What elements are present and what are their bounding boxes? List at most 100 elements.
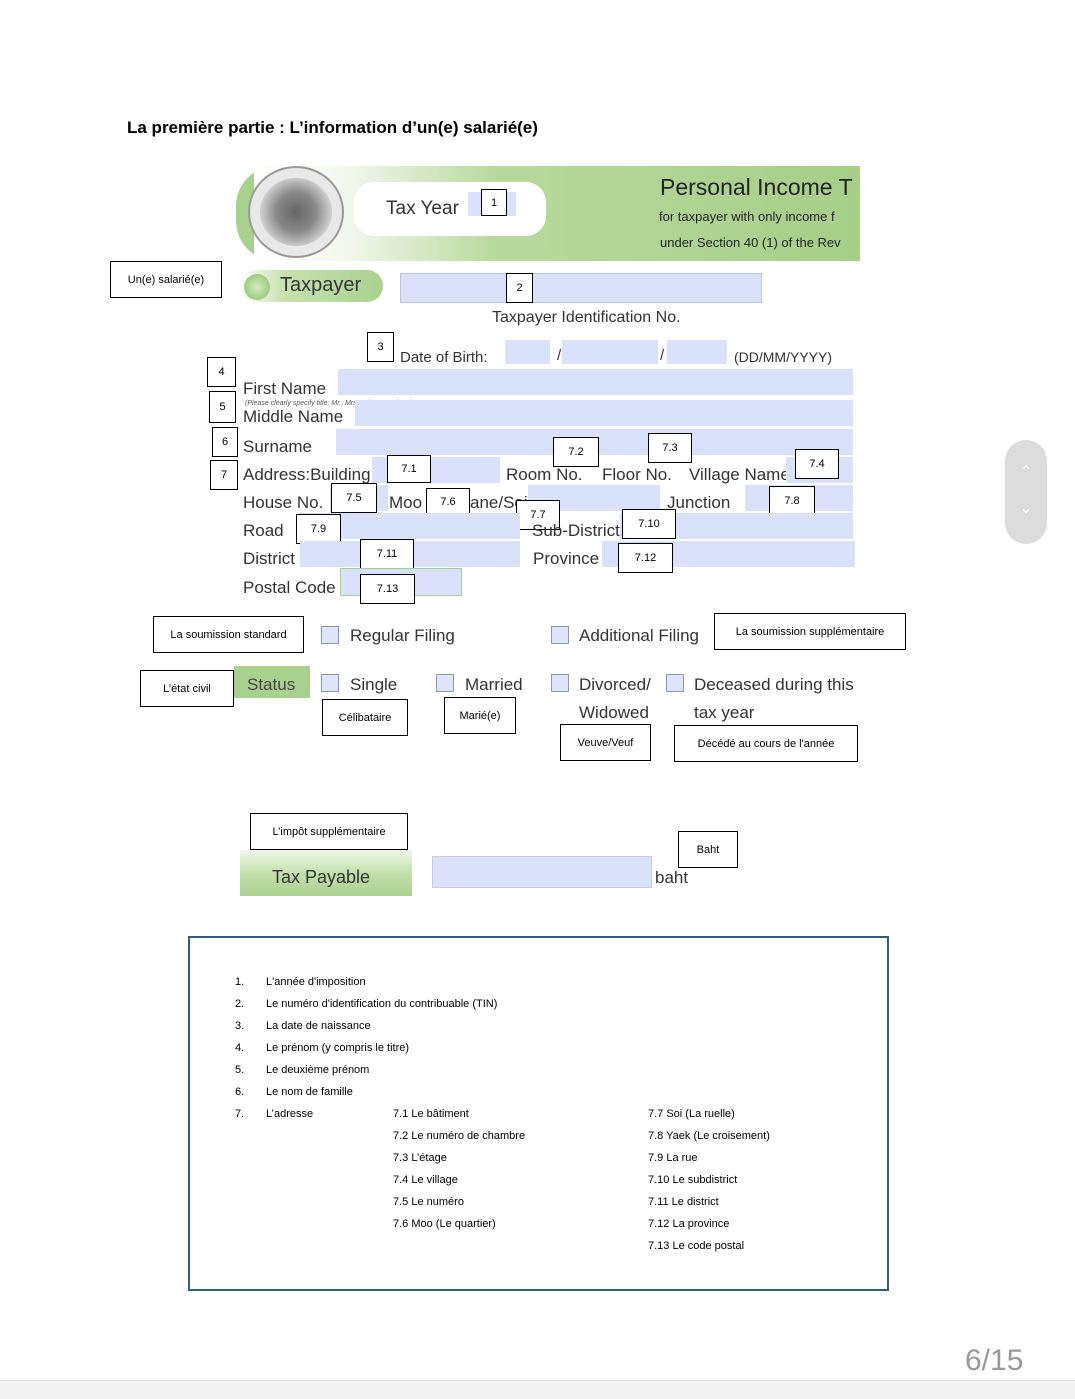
legend-sub-item: 7.3 L’étage bbox=[393, 1152, 447, 1164]
legend-sub-item: 7.8 Yaek (Le croisement) bbox=[648, 1130, 770, 1142]
legend-sub-item: 7.7 Soi (La ruelle) bbox=[648, 1108, 735, 1120]
divorced-widowed-checkbox[interactable] bbox=[551, 674, 569, 692]
tax-payable-field[interactable] bbox=[432, 856, 652, 888]
sub-district-label: Sub-District bbox=[532, 521, 620, 540]
first-name-label: First Name bbox=[243, 379, 327, 398]
annotation-employee: Un(e) salarié(e) bbox=[110, 261, 222, 298]
callout-5: 5 bbox=[209, 391, 236, 423]
status-pill bbox=[234, 666, 310, 698]
legend-number: 7. bbox=[235, 1108, 245, 1120]
legend-sub-item: 7.2 Le numéro de chambre bbox=[393, 1130, 526, 1142]
legend-box bbox=[188, 936, 889, 1291]
dob-separator-2: / bbox=[660, 347, 665, 364]
dob-month-field[interactable] bbox=[562, 340, 658, 364]
annotation-deceased: Décédé au cours de l'année bbox=[674, 725, 858, 762]
floor-no-label: Floor No. bbox=[602, 465, 672, 484]
dob-day-field[interactable] bbox=[505, 340, 550, 364]
page-scroll-control[interactable]: ⌃ ⌄ bbox=[1005, 440, 1047, 544]
regular-filing-label: Regular Filing bbox=[350, 626, 455, 645]
village-name-label: Village Name bbox=[689, 465, 790, 484]
section-heading: La première partie : L’information d’un(… bbox=[127, 118, 538, 137]
province-label: Province bbox=[533, 549, 600, 568]
title-hint: (Please clearly specify title: Mr., Mrs.… bbox=[245, 400, 413, 407]
callout-7-9: 7.9 bbox=[296, 514, 341, 544]
annotation-baht: Baht bbox=[678, 831, 738, 868]
tin-field[interactable] bbox=[400, 273, 762, 303]
legend-text: La date de naissance bbox=[266, 1020, 371, 1032]
regular-filing-checkbox[interactable] bbox=[321, 626, 339, 644]
legend-number: 2. bbox=[235, 998, 245, 1010]
annotation-widowed: Veuve/Veuf bbox=[560, 724, 651, 761]
additional-filing-checkbox[interactable] bbox=[551, 626, 569, 644]
middle-name-field[interactable] bbox=[355, 400, 853, 426]
dob-year-field[interactable] bbox=[667, 340, 727, 364]
legend-sub-item: 7.9 La rue bbox=[648, 1152, 698, 1164]
revenue-department-seal bbox=[248, 166, 344, 258]
moo-label: Moo bbox=[389, 493, 423, 512]
dob-separator-1: / bbox=[557, 347, 562, 364]
callout-7-5: 7.5 bbox=[331, 483, 377, 513]
postal-code-label: Postal Code bbox=[243, 578, 336, 597]
married-label: Married bbox=[465, 675, 523, 694]
callout-2: 2 bbox=[506, 273, 533, 303]
legend-number: 5. bbox=[235, 1064, 245, 1076]
baht-label: baht bbox=[655, 868, 689, 887]
road-label: Road bbox=[243, 521, 284, 540]
single-checkbox[interactable] bbox=[321, 674, 339, 692]
annotation-supplementary-filing: La soumission supplémentaire bbox=[714, 613, 906, 650]
middle-name-label: Middle Name bbox=[243, 407, 344, 426]
district-label: District bbox=[243, 549, 295, 568]
callout-7-4: 7.4 bbox=[795, 449, 839, 479]
tax-payable-label: Tax Payable bbox=[272, 867, 371, 887]
room-no-label: Room No. bbox=[506, 465, 583, 484]
tin-label: Taxpayer Identification No. bbox=[492, 309, 681, 326]
form-subtitle-2: under Section 40 (1) of the Rev bbox=[660, 235, 841, 250]
dob-format-hint: (DD/MM/YYYY) bbox=[734, 349, 832, 365]
legend-sub-item: 7.13 Le code postal bbox=[648, 1240, 745, 1252]
legend-number: 6. bbox=[235, 1086, 245, 1098]
divorced-label: Divorced/ bbox=[579, 675, 651, 694]
junction-label: Junction bbox=[667, 493, 731, 512]
legend-number: 4. bbox=[235, 1042, 245, 1054]
callout-7-2: 7.2 bbox=[553, 437, 599, 467]
address-building-label: Address:Building bbox=[243, 465, 371, 484]
widowed-label: Widowed bbox=[579, 703, 649, 722]
chevron-down-icon[interactable]: ⌄ bbox=[1019, 500, 1033, 517]
annotation-standard-filing: La soumission standard bbox=[153, 616, 304, 653]
legend-text: Le prénom (y compris le titre) bbox=[266, 1042, 410, 1054]
annotation-civil-status: L’état civil bbox=[140, 670, 234, 707]
legend-text: L'année d'imposition bbox=[266, 976, 366, 988]
callout-7: 7 bbox=[210, 460, 238, 490]
callout-7-10: 7.10 bbox=[622, 509, 676, 539]
callout-1: 1 bbox=[481, 189, 507, 216]
callout-4: 4 bbox=[207, 357, 236, 387]
married-checkbox[interactable] bbox=[436, 674, 454, 692]
legend-number: 1. bbox=[235, 976, 245, 988]
form-banner bbox=[236, 166, 860, 261]
callout-7-7: 7.7 bbox=[516, 500, 560, 530]
tax-payable-pill bbox=[240, 850, 412, 896]
taxpayer-label: Taxpayer bbox=[280, 274, 362, 296]
callout-7-8: 7.8 bbox=[769, 486, 815, 516]
callout-7-13: 7.13 bbox=[360, 574, 415, 604]
page-indicator: 6/15 bbox=[965, 1344, 1024, 1377]
annotation-extra-tax: L’impôt supplémentaire bbox=[250, 813, 408, 850]
annotation-married: Marié(e) bbox=[444, 697, 516, 734]
callout-6: 6 bbox=[212, 427, 238, 457]
callout-3: 3 bbox=[367, 332, 394, 362]
legend-sub-item: 7.1 Le bâtiment bbox=[393, 1108, 469, 1120]
callout-7-12: 7.12 bbox=[618, 543, 673, 573]
house-no-label: House No. bbox=[243, 493, 324, 512]
legend-text: Le nom de famille bbox=[266, 1086, 353, 1098]
callout-7-1: 7.1 bbox=[387, 455, 431, 483]
legend-sub-item: 7.5 Le numéro bbox=[393, 1196, 464, 1208]
taxpayer-bullet-icon bbox=[244, 274, 270, 300]
chevron-up-icon[interactable]: ⌃ bbox=[1019, 464, 1033, 481]
deceased-checkbox[interactable] bbox=[666, 674, 684, 692]
annotation-single: Célibataire bbox=[322, 699, 408, 736]
deceased-label-2: tax year bbox=[694, 703, 755, 722]
callout-7-3: 7.3 bbox=[648, 433, 692, 463]
dob-label: Date of Birth: bbox=[400, 349, 488, 366]
bottom-bar bbox=[0, 1380, 1075, 1399]
first-name-field[interactable] bbox=[338, 369, 853, 395]
